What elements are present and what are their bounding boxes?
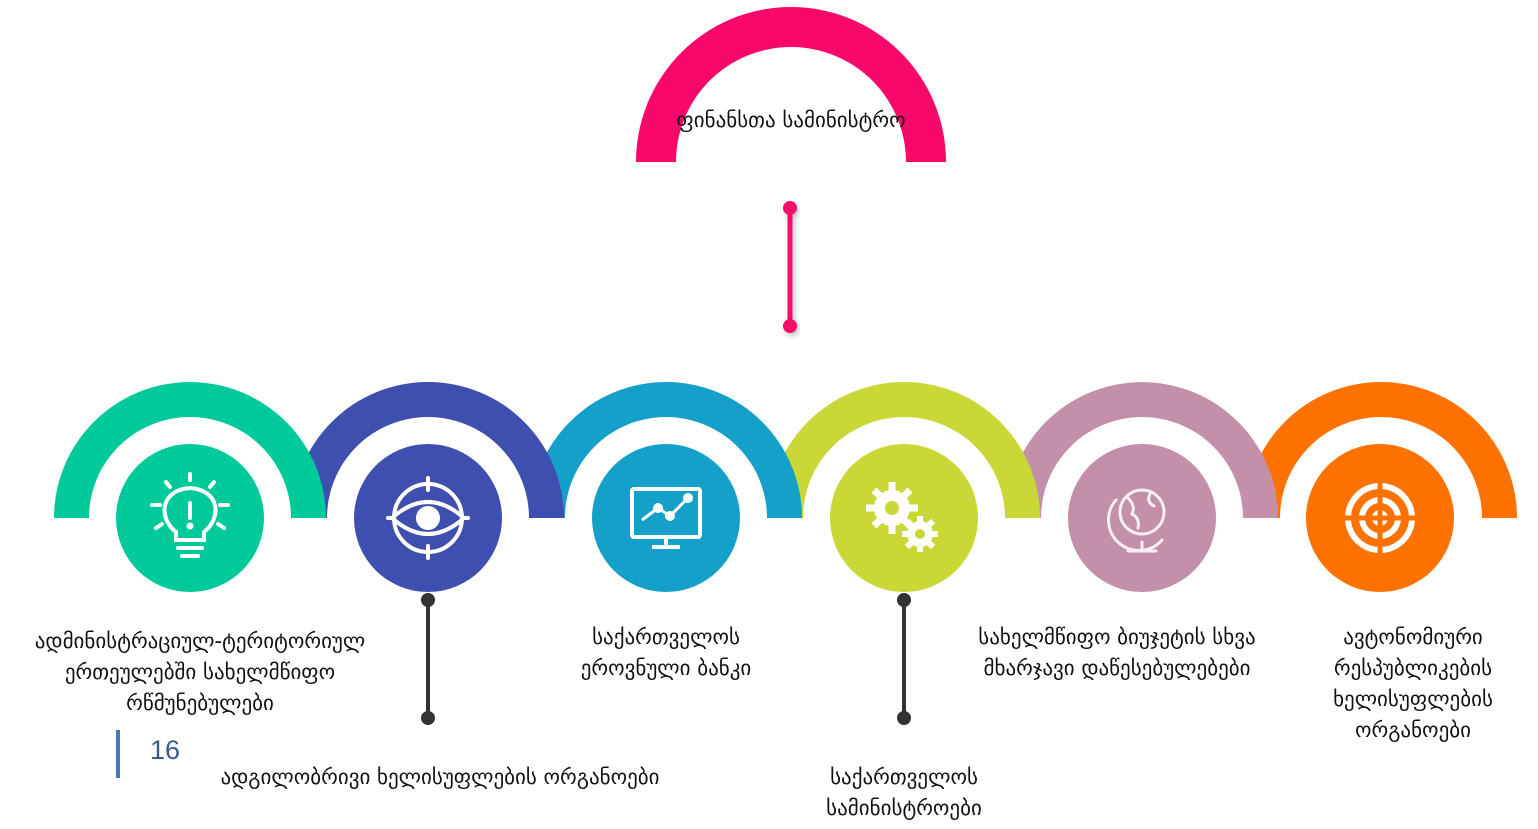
top-arch (636, 7, 946, 162)
target-icon (1342, 480, 1418, 556)
lightbulb-icon (150, 472, 230, 558)
arch-1 (54, 382, 326, 518)
arch-6 (1245, 382, 1517, 518)
label-item-6: ავტონომიური რესპუბლიკების ხელისუფლების ო… (1333, 625, 1493, 742)
arch-5 (1006, 382, 1278, 518)
label-item-4: საქართველოს სამინისტროები (826, 765, 982, 820)
label-item-1: ადმინისტრაციულ-ტერიტორიულ ერთეულებში სახ… (34, 629, 366, 715)
label-item-5: სახელმწიფო ბიუჯეტის სხვა მხარჯავი დაწესე… (978, 625, 1256, 680)
top-label: ფინანსთა სამინისტრო (676, 108, 906, 132)
page-number-bar (116, 730, 120, 778)
label-item-3: საქართველოს ეროვნული ბანკი (580, 625, 752, 680)
globe-icon (1107, 488, 1166, 553)
arch-4 (768, 382, 1040, 518)
eye-target-icon (386, 476, 470, 560)
monitor-chart-icon (630, 487, 702, 549)
top-connector (783, 201, 797, 333)
connector-2 (421, 593, 435, 725)
connector-4 (897, 593, 911, 725)
label-item-2: ადგილობრივი ხელისუფლების ორგანოები (220, 765, 660, 789)
page-number: 16 (150, 735, 181, 765)
gears-icon (866, 482, 938, 552)
arch-3 (530, 382, 802, 518)
circle-5 (1068, 444, 1216, 592)
arch-2 (292, 382, 564, 518)
